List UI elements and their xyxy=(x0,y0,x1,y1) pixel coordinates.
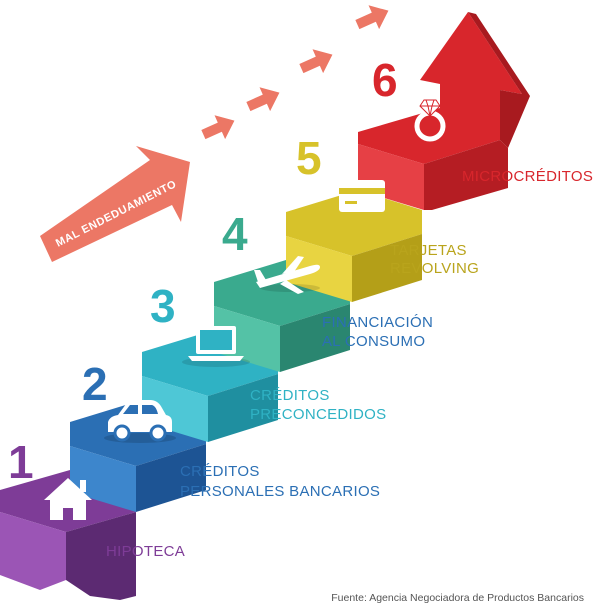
step-number-3: 3 xyxy=(150,280,176,332)
step-number-1: 1 xyxy=(8,436,34,488)
step-number-6: 6 xyxy=(372,54,398,106)
step-number-2: 2 xyxy=(82,358,108,410)
airplane-icon xyxy=(254,256,320,294)
ring-icon xyxy=(414,99,446,142)
step-number-4: 4 xyxy=(222,208,248,260)
step-label-5-line-2: REVOLVING xyxy=(390,260,479,277)
source-note: Fuente: Agencia Negociadora de Productos… xyxy=(331,592,584,604)
credit-card-icon xyxy=(339,180,385,212)
car-icon xyxy=(104,400,176,443)
small-arrow xyxy=(355,5,389,30)
small-arrow xyxy=(246,87,280,112)
step-label-3-line-2: PRECONCEDIDOS xyxy=(250,406,386,423)
laptop-icon xyxy=(182,326,250,367)
small-arrow xyxy=(299,49,333,74)
house-icon xyxy=(44,478,92,520)
step-label-3-line-1: CRÉDITOS xyxy=(250,387,330,404)
step-label-2-line-1: CRÉDITOS xyxy=(180,463,260,480)
mal-endeudamiento-arrow: MAL ENDEDUAMIENTO xyxy=(40,146,190,262)
step-label-5-line-1: TARJETAS xyxy=(390,242,467,259)
small-arrow xyxy=(201,115,235,140)
step-label-1-line-1: HIPOTECA xyxy=(106,543,185,560)
step-label-4-line-2: AL CONSUMO xyxy=(322,333,425,350)
small-arrows xyxy=(201,5,389,140)
step-number-5: 5 xyxy=(296,132,322,184)
step-label-6-line-1: MICROCRÉDITOS xyxy=(462,168,593,185)
step-label-4-line-1: FINANCIACIÓN xyxy=(322,314,433,331)
step-label-2-line-2: PERSONALES BANCARIOS xyxy=(180,483,380,500)
